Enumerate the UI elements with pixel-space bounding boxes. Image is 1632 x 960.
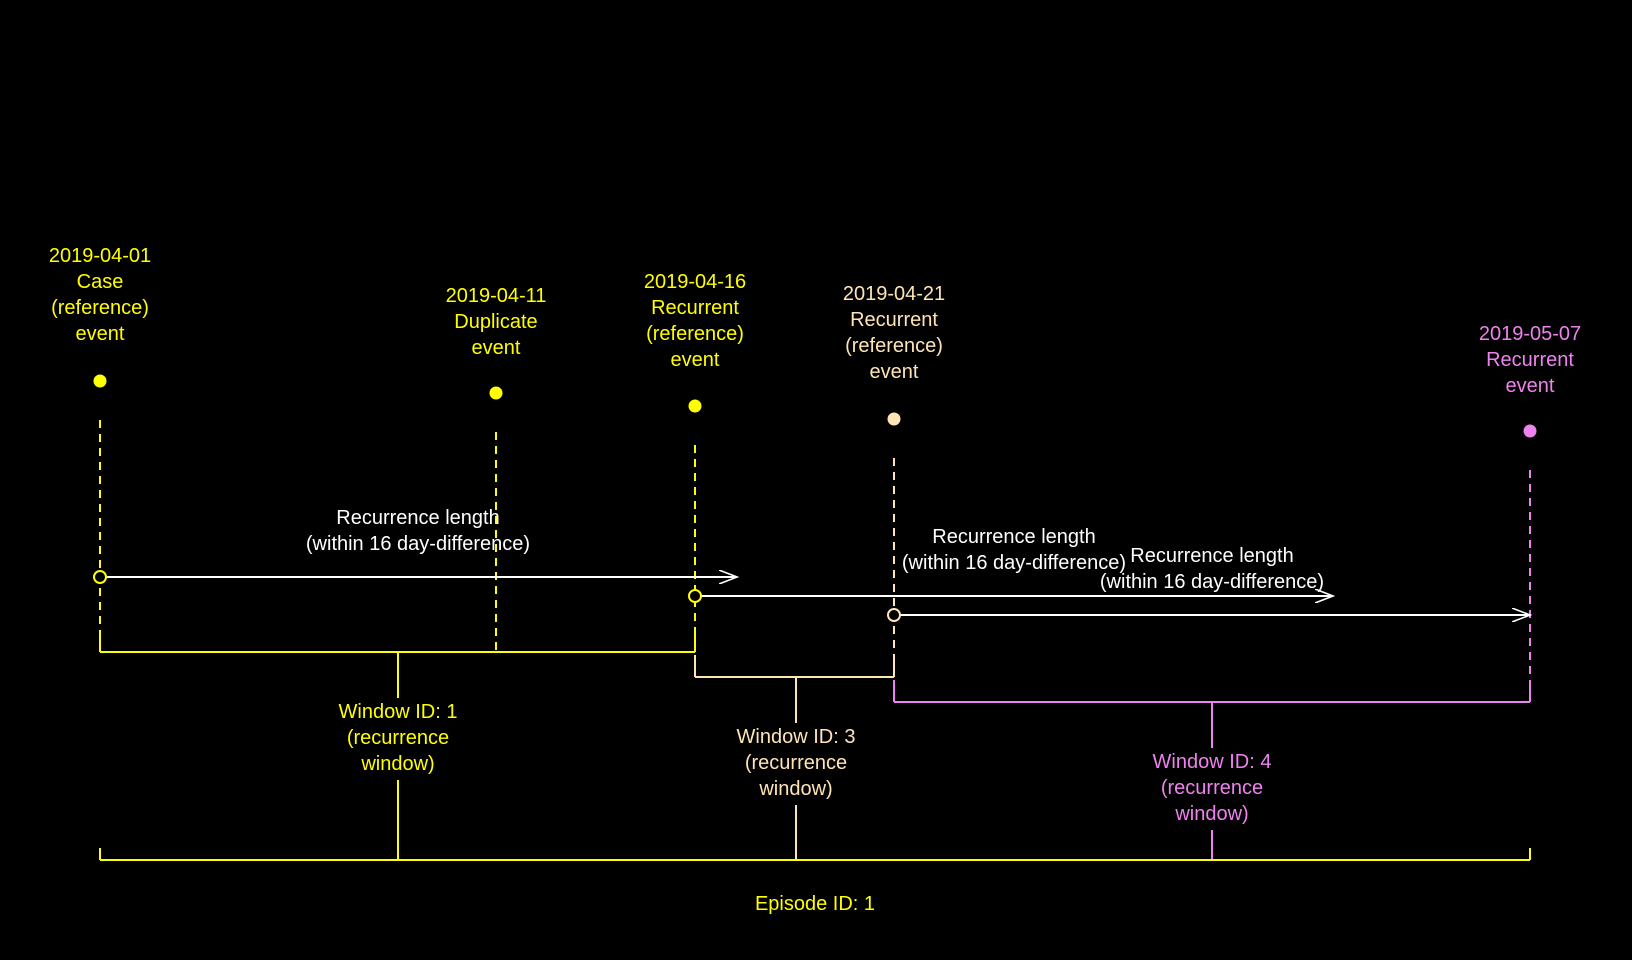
event-2-marker: [489, 386, 503, 400]
window-2-label-line-1: Window ID: 3: [737, 726, 856, 748]
recurrence-label-2-line-2: (within 16 day-difference): [902, 552, 1126, 574]
window-3-label-line-3: window): [1174, 803, 1248, 825]
diagram-points: [93, 374, 1537, 622]
event-3-marker: [688, 399, 702, 413]
window-2-label-line-3: window): [758, 778, 832, 800]
window-2-label: Window ID: 3 (recurrence window): [737, 726, 856, 800]
event-4-label-line-3: (reference): [845, 335, 943, 357]
event-4-label-line-1: 2019-04-21: [843, 283, 945, 305]
event-5-label-line-2: Recurrent: [1486, 349, 1574, 371]
recurrence-label-1: Recurrence length (within 16 day-differen…: [306, 507, 530, 555]
window-3-label-bg: [1142, 748, 1282, 830]
recurrence-label-1-line-2: (within 16 day-difference): [306, 533, 530, 555]
episode-label: Episode ID: 1: [755, 893, 875, 915]
event-3-label-line-4: event: [671, 349, 720, 371]
window-1-label: Window ID: 1 (recurrence window): [339, 701, 458, 775]
event-4-label-line-4: event: [870, 361, 919, 383]
event-2-label-line-2: Duplicate: [454, 311, 537, 333]
event-3-label-line-2: Recurrent: [651, 297, 739, 319]
event-5-label-line-3: event: [1506, 375, 1555, 397]
recurrence-origin-2-marker: [688, 589, 702, 603]
event-1-label-line-3: (reference): [51, 297, 149, 319]
window-1-label-bg: [328, 698, 468, 780]
recurrence-origin-1-marker: [93, 570, 107, 584]
event-2-label-line-3: event: [472, 337, 521, 359]
window-3-label-line-1: Window ID: 4: [1153, 751, 1272, 773]
event-1-label-line-2: Case: [77, 271, 124, 293]
window-2-label-bg: [726, 723, 866, 805]
window-3-label: Window ID: 4 (recurrence window): [1153, 751, 1272, 825]
event-3-label-line-1: 2019-04-16: [644, 271, 746, 293]
recurrence-label-2: Recurrence length (within 16 day-differen…: [902, 526, 1126, 574]
recurrence-origin-3-marker: [887, 608, 901, 622]
event-1-marker: [93, 374, 107, 388]
recurrence-label-3-line-2: (within 16 day-difference): [1100, 571, 1324, 593]
event-1-label-line-1: 2019-04-01: [49, 245, 151, 267]
recurrence-label-3-line-1: Recurrence length: [1130, 545, 1293, 567]
event-3-label-line-3: (reference): [646, 323, 744, 345]
window-1-label-line-3: window): [360, 753, 434, 775]
event-1-label-line-4: event: [76, 323, 125, 345]
window-2-label-line-2: (recurrence: [745, 752, 847, 774]
event-4-marker: [887, 412, 901, 426]
event-4-label-line-2: Recurrent: [850, 309, 938, 331]
recurrence-label-1-line-1: Recurrence length: [336, 507, 499, 529]
recurrence-label-2-line-1: Recurrence length: [932, 526, 1095, 548]
window-1-label-line-1: Window ID: 1: [339, 701, 458, 723]
event-5-marker: [1523, 424, 1537, 438]
recurrence-label-3: Recurrence length (within 16 day-differen…: [1100, 545, 1324, 593]
window-1-label-line-2: (recurrence: [347, 727, 449, 749]
event-5-label-line-1: 2019-05-07: [1479, 323, 1581, 345]
window-3-label-line-2: (recurrence: [1161, 777, 1263, 799]
event-2-label-line-1: 2019-04-11: [446, 285, 547, 307]
